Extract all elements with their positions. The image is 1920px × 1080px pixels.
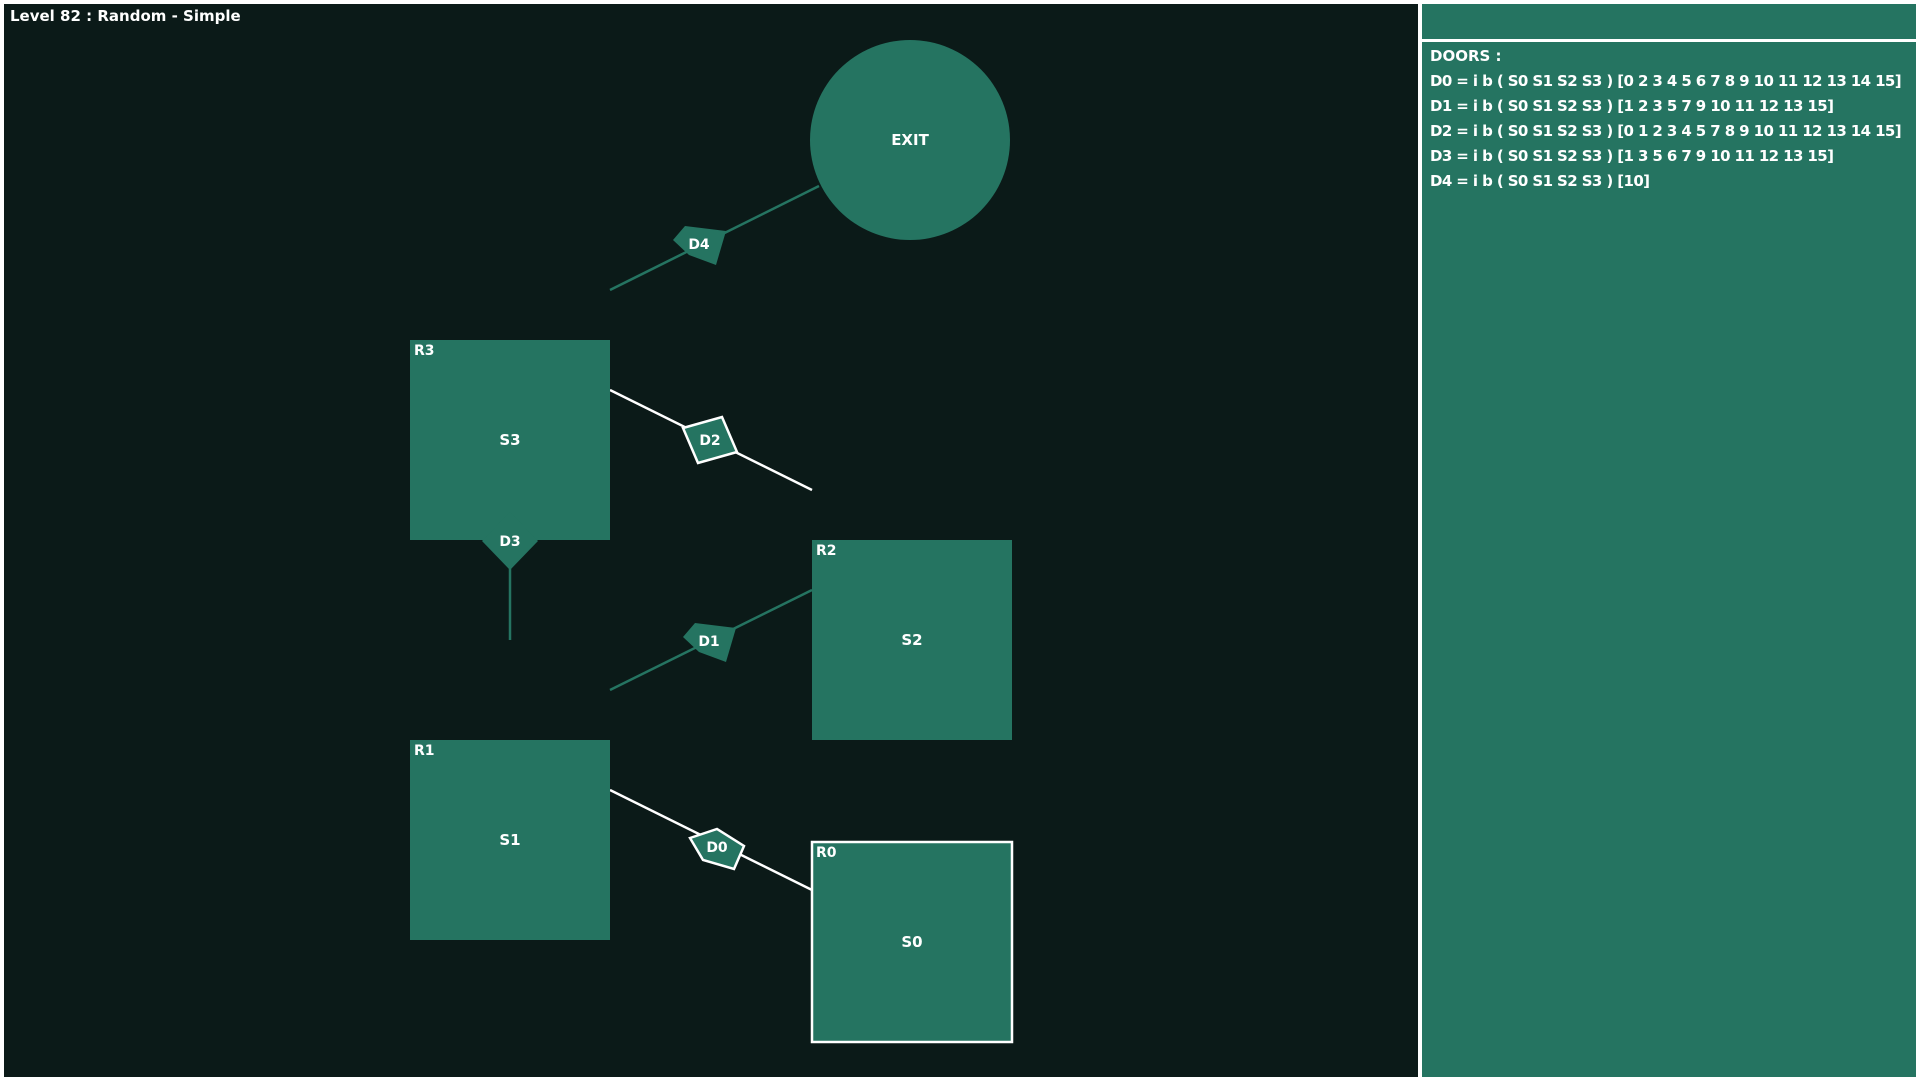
- doors-heading: DOORS :: [1430, 47, 1502, 65]
- room-label: R0: [816, 845, 837, 861]
- door-marker[interactable]: [673, 226, 726, 265]
- door-rule-d0: D0 = i b ( S0 S1 S2 S3 ) [0 2 3 4 5 6 7 …: [1430, 72, 1902, 90]
- room-state-label: S3: [499, 431, 520, 449]
- door-marker[interactable]: [683, 623, 736, 662]
- exit-circle[interactable]: [810, 40, 1010, 240]
- door-rule-d2: D2 = i b ( S0 S1 S2 S3 ) [0 1 2 3 4 5 7 …: [1430, 122, 1902, 140]
- door-label: D1: [698, 634, 719, 650]
- door-rule-d1: D1 = i b ( S0 S1 S2 S3 ) [1 2 3 5 7 9 10…: [1430, 97, 1834, 115]
- door-d1[interactable]: D1: [683, 623, 736, 662]
- door-marker[interactable]: [688, 827, 746, 871]
- room-box[interactable]: [812, 540, 1012, 740]
- room-box[interactable]: [410, 340, 610, 540]
- door-d3[interactable]: D3: [482, 512, 538, 570]
- panel-header-bar: [1422, 4, 1916, 39]
- room-label: R1: [414, 743, 435, 759]
- room-box[interactable]: [810, 840, 1014, 1044]
- door-marker[interactable]: [482, 512, 538, 570]
- exit-label: EXIT: [891, 131, 929, 149]
- door-d2[interactable]: D2: [681, 415, 739, 465]
- door-d4[interactable]: D4: [673, 226, 726, 265]
- room-state-label: S0: [901, 933, 922, 951]
- room-state-label: S1: [499, 831, 520, 849]
- room-box[interactable]: [410, 740, 610, 940]
- exit-node[interactable]: EXIT: [810, 40, 1010, 240]
- room-label: R3: [414, 343, 435, 359]
- door-label: D4: [688, 237, 710, 253]
- door-d0[interactable]: D0: [688, 827, 746, 871]
- door-rule-d4: D4 = i b ( S0 S1 S2 S3 ) [10]: [1430, 172, 1650, 190]
- room-state-label: S2: [901, 631, 922, 649]
- level-title: Level 82 : Random - Simple: [10, 7, 241, 25]
- doors-panel: DOORS : D0 = i b ( S0 S1 S2 S3 ) [0 2 3 …: [1422, 42, 1916, 1077]
- door-label: D3: [499, 534, 520, 550]
- door-label: D2: [699, 433, 720, 449]
- room-label: R2: [816, 543, 837, 559]
- door-rule-d3: D3 = i b ( S0 S1 S2 S3 ) [1 3 5 6 7 9 10…: [1430, 147, 1834, 165]
- door-marker[interactable]: [681, 415, 739, 465]
- door-label: D0: [706, 840, 728, 856]
